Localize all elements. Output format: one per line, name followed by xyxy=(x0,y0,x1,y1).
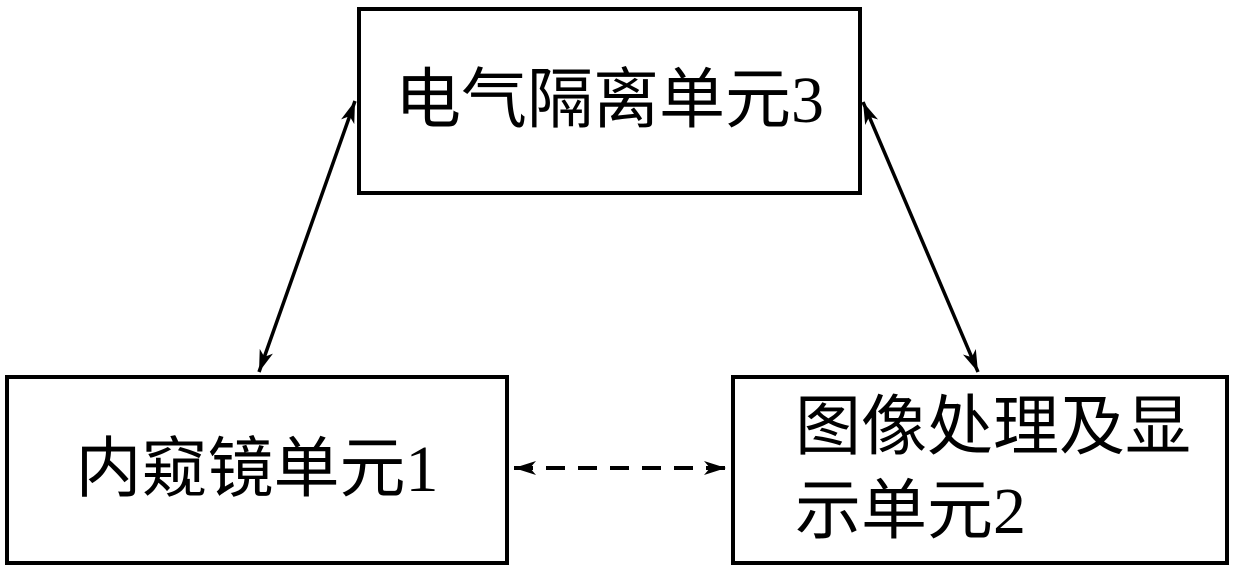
block-label-line-2: 示单元2 xyxy=(795,475,1026,548)
connector-isolation-to-display-arrow xyxy=(861,101,980,373)
block-image-processing-display-unit-2: 图像处理及显 示单元2 xyxy=(731,375,1229,565)
block-endoscope-unit-1: 内窥镜单元1 xyxy=(5,375,509,565)
block-label: 内窥镜单元1 xyxy=(75,433,439,506)
block-electrical-isolation-unit-3: 电气隔离单元3 xyxy=(357,7,862,195)
block-label-line-1: 图像处理及显 xyxy=(795,391,1191,464)
block-label: 电气隔离单元3 xyxy=(395,64,824,137)
connector-endoscope-to-isolation-arrow xyxy=(257,100,357,373)
